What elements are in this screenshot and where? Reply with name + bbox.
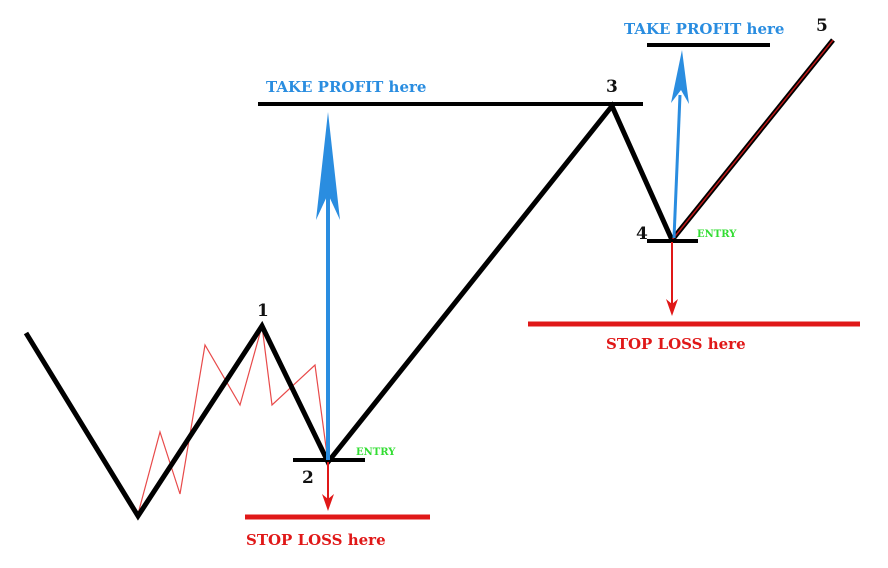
take-profit-label-2: TAKE PROFIT here: [624, 20, 784, 38]
wave-5-line-core: [671, 39, 834, 241]
wave-label-2: 2: [302, 468, 314, 488]
wave-label-3: 3: [606, 77, 618, 97]
sub-wave-zigzag: [137, 325, 329, 515]
take-profit-arrow-2-head: [671, 50, 689, 104]
main-wave-line: [23, 101, 675, 521]
stop-loss-arrow-1-head: [322, 494, 334, 511]
stop-loss-label-2: STOP LOSS here: [606, 335, 746, 353]
stop-loss-label-1: STOP LOSS here: [246, 531, 386, 549]
entry-label-2: ENTRY: [697, 229, 737, 240]
take-profit-arrow-2-shaft: [672, 94, 682, 239]
stop-loss-arrow-2-head: [666, 299, 678, 316]
wave-label-5: 5: [816, 16, 828, 36]
take-profit-label-1: TAKE PROFIT here: [266, 78, 426, 96]
wave-label-1: 1: [257, 301, 269, 321]
wave-label-4: 4: [636, 224, 648, 244]
take-profit-arrow-1-head: [316, 112, 340, 220]
entry-label-1: ENTRY: [356, 447, 396, 458]
